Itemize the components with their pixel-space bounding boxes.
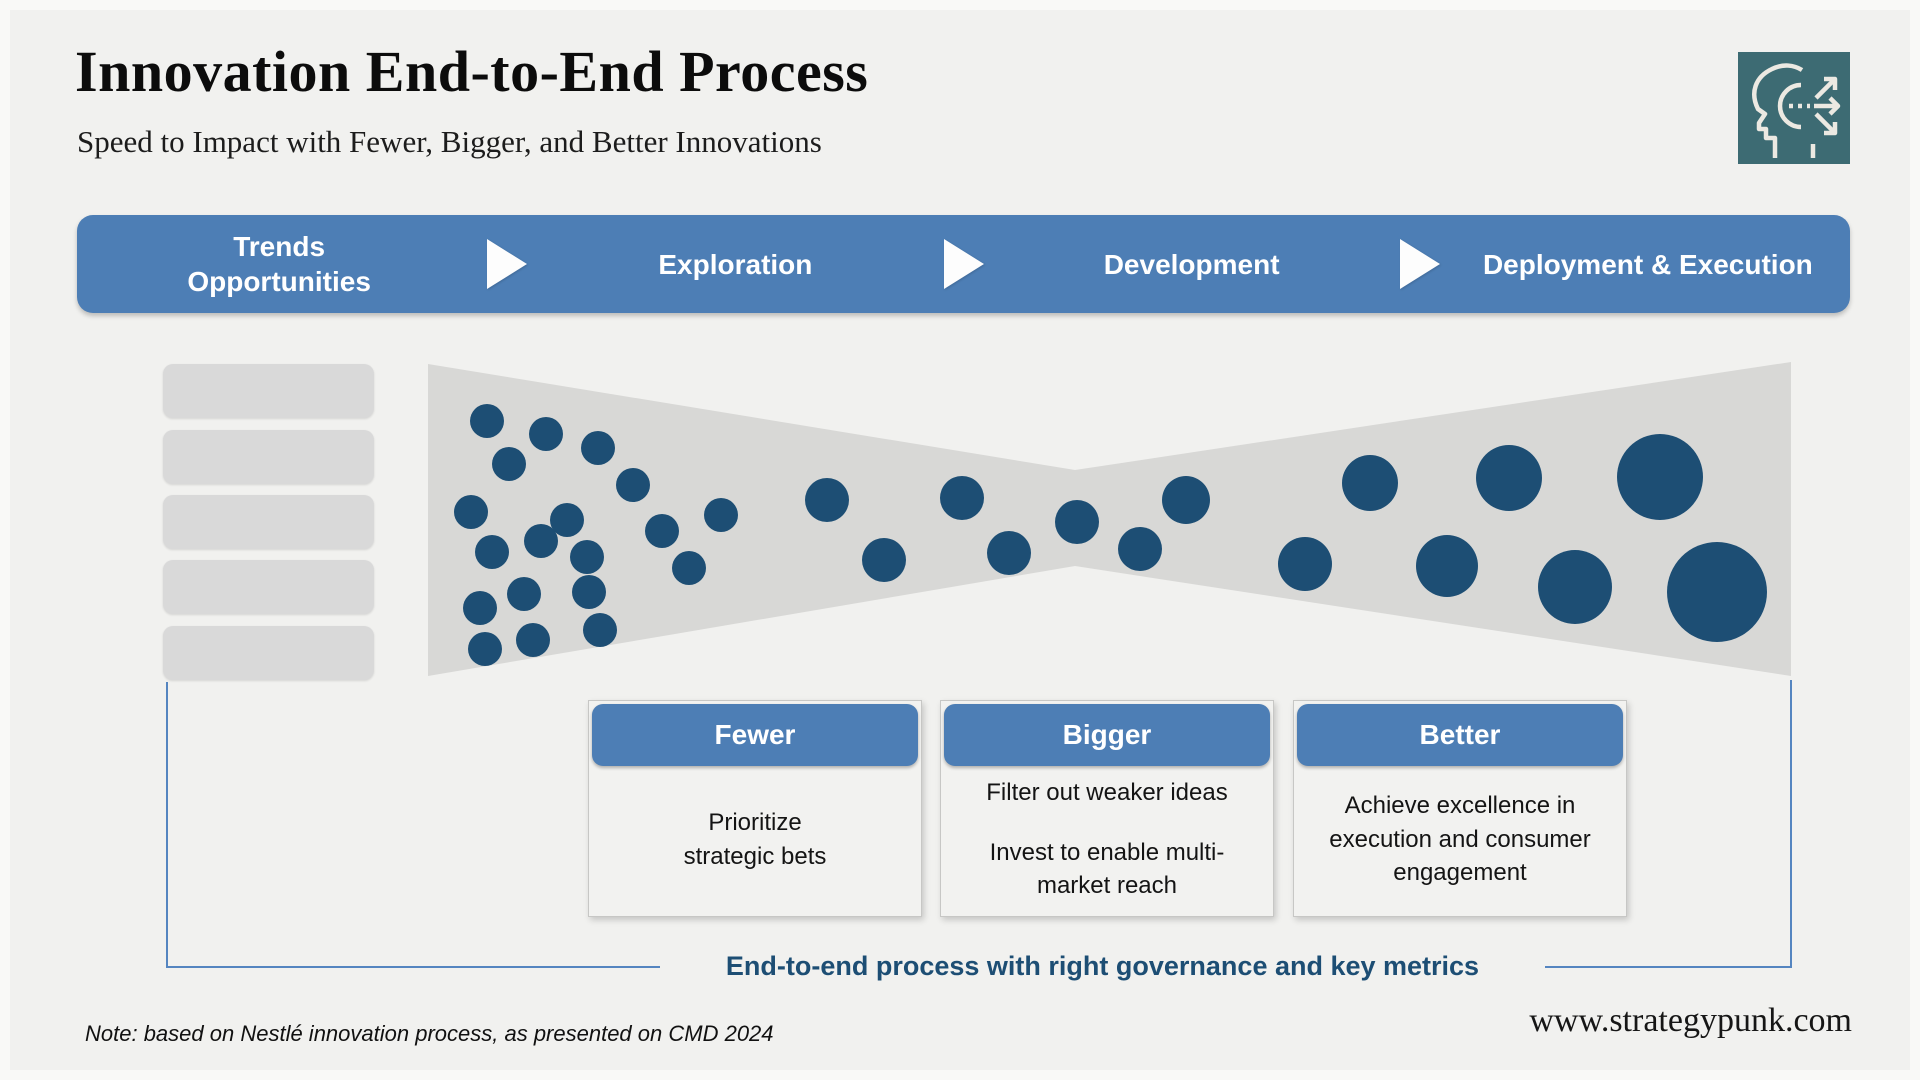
idea-dot xyxy=(1162,476,1210,524)
card-fewer-body: Prioritize strategic bets xyxy=(603,771,907,908)
idea-dots xyxy=(454,404,1767,666)
idea-dot xyxy=(1342,455,1398,511)
idea-dot xyxy=(572,575,606,609)
card-bigger-header: Bigger xyxy=(944,704,1270,766)
card-text: Filter out weaker ideas xyxy=(986,779,1228,807)
bracket-right-horizontal-line xyxy=(1545,966,1792,968)
arrow-right-icon xyxy=(1399,239,1440,289)
card-text: Prioritize strategic bets xyxy=(683,808,827,870)
idea-dot xyxy=(940,476,984,520)
head-with-arrows-icon xyxy=(1752,63,1841,158)
idea-dot xyxy=(704,498,738,532)
idea-dot xyxy=(862,538,906,582)
card-fewer-header: Fewer xyxy=(592,704,918,766)
idea-dot xyxy=(1118,527,1162,571)
idea-dot xyxy=(1538,550,1612,624)
idea-dot xyxy=(468,632,502,666)
idea-dot xyxy=(492,447,526,481)
idea-dot xyxy=(1617,434,1703,520)
idea-dot xyxy=(583,613,617,647)
card-bigger-body: Filter out weaker ideas Invest to enable… xyxy=(955,771,1259,908)
opportunity-placeholder xyxy=(163,364,374,418)
card-fewer: Fewer Prioritize strategic bets xyxy=(588,700,922,917)
idea-dot xyxy=(616,468,650,502)
idea-dot xyxy=(470,404,504,438)
funnel-shape xyxy=(428,362,1791,676)
idea-dot xyxy=(475,535,509,569)
idea-dot xyxy=(645,514,679,548)
idea-dot xyxy=(463,591,497,625)
strategypunk-logo xyxy=(1738,52,1850,164)
idea-dot xyxy=(1416,535,1478,597)
card-text: Invest to enable multi- market reach xyxy=(989,838,1225,900)
idea-dot xyxy=(581,431,615,465)
process-stage-bar: Trends Opportunities Exploration Develop… xyxy=(77,215,1850,313)
opportunity-placeholder xyxy=(163,626,374,680)
stage-development: Development xyxy=(1103,248,1280,280)
idea-dot xyxy=(1278,537,1332,591)
page-title: Innovation End-to-End Process xyxy=(75,39,869,104)
idea-dot xyxy=(1476,445,1542,511)
website-text: www.strategypunk.com xyxy=(1529,1002,1852,1039)
card-text: Achieve excellence in execution and cons… xyxy=(1329,792,1591,887)
card-better-body: Achieve excellence in execution and cons… xyxy=(1308,771,1612,908)
page-subtitle: Speed to Impact with Fewer, Bigger, and … xyxy=(77,124,822,159)
bracket-left-vertical-line xyxy=(166,682,168,968)
stage-trends-opportunities: Trends Opportunities xyxy=(187,231,371,297)
card-better-header: Better xyxy=(1297,704,1623,766)
bracket-left-horizontal-line xyxy=(166,966,660,968)
source-note: Note: based on Nestlé innovation process… xyxy=(85,1021,774,1046)
stage-deployment-execution: Deployment & Execution xyxy=(1482,248,1813,280)
idea-dot xyxy=(1667,542,1767,642)
opportunity-placeholder xyxy=(163,495,374,549)
opportunity-placeholder xyxy=(163,560,374,614)
card-bigger: Bigger Filter out weaker ideas Invest to… xyxy=(940,700,1274,917)
idea-dot xyxy=(550,503,584,537)
idea-dot xyxy=(529,417,563,451)
governance-label: End-to-end process with right governance… xyxy=(725,951,1480,981)
idea-dot xyxy=(672,551,706,585)
stage-exploration: Exploration xyxy=(658,248,813,280)
idea-dot xyxy=(524,524,558,558)
arrow-right-icon xyxy=(487,239,528,289)
idea-dot xyxy=(987,531,1031,575)
arrow-right-icon xyxy=(943,239,984,289)
opportunity-placeholder xyxy=(163,430,374,484)
idea-dot xyxy=(570,540,604,574)
idea-dot xyxy=(805,478,849,522)
bracket-right-vertical-line xyxy=(1790,680,1792,968)
idea-dot xyxy=(507,577,541,611)
idea-dot xyxy=(1055,500,1099,544)
idea-dot xyxy=(454,495,488,529)
idea-dot xyxy=(516,623,550,657)
card-better: Better Achieve excellence in execution a… xyxy=(1293,700,1627,917)
